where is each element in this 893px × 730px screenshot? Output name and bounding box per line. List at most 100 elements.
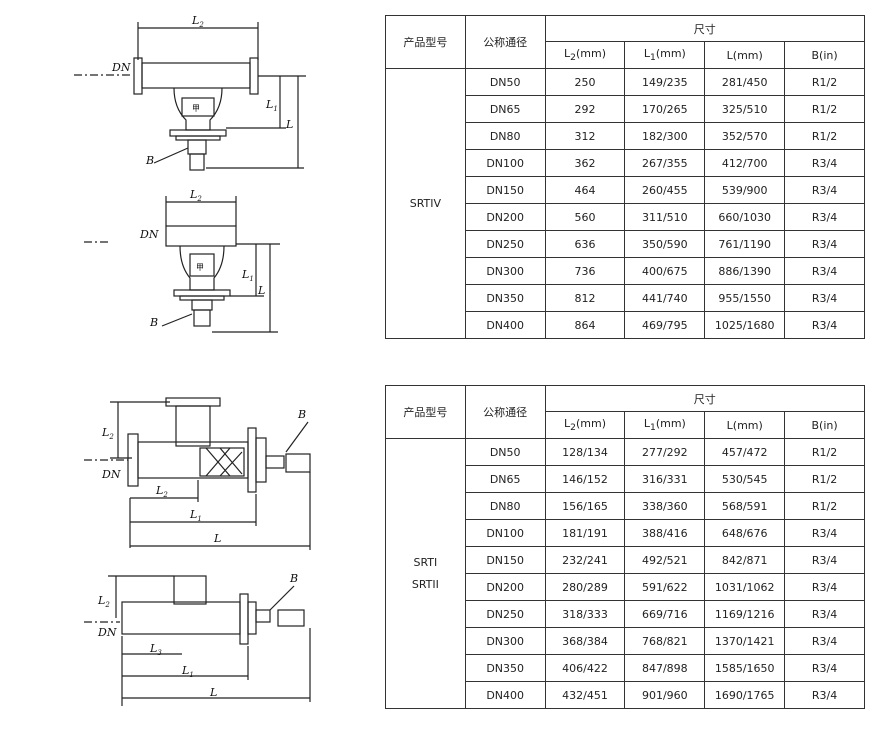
cell-l1: 669/716	[624, 600, 706, 628]
cell-l1: 901/960	[624, 681, 706, 709]
label-l2: L2	[191, 14, 204, 29]
label-dn: DN	[101, 468, 121, 481]
cell-l2: 312	[544, 122, 626, 150]
cell-l1: 311/510	[624, 203, 706, 231]
cell-l2: 812	[544, 284, 626, 312]
cell-dn: DN250	[464, 230, 546, 258]
cell-b: R3/4	[784, 573, 865, 601]
cell-b: R3/4	[784, 203, 865, 231]
cell-l1: 316/331	[624, 465, 706, 493]
cell-b: R3/4	[784, 176, 865, 204]
casting-mark: 甲	[196, 263, 204, 272]
label-l: L	[209, 686, 217, 699]
cell-l1: 182/300	[624, 122, 706, 150]
label-dn: DN	[139, 228, 159, 241]
cell-l2: 432/451	[544, 681, 626, 709]
cell-l: 955/1550	[704, 284, 786, 312]
cell-l: 539/900	[704, 176, 786, 204]
cell-dn: DN200	[464, 203, 546, 231]
cell-b: R3/4	[784, 546, 865, 574]
cell-b: R1/2	[784, 68, 865, 96]
cell-l1: 768/821	[624, 627, 706, 655]
cell-l2: 280/289	[544, 573, 626, 601]
cell-dn: DN65	[464, 95, 546, 123]
cell-b: R1/2	[784, 122, 865, 150]
cell-dn: DN100	[464, 149, 546, 177]
cell-l: 530/545	[704, 465, 786, 493]
cell-l: 325/510	[704, 95, 786, 123]
label-l2: L2	[97, 594, 110, 609]
cell-b: R3/4	[784, 654, 865, 682]
header-l2: L2(mm)	[544, 41, 626, 69]
cell-dn: DN250	[464, 600, 546, 628]
label-l2: L2	[101, 426, 114, 441]
cell-l2: 318/333	[544, 600, 626, 628]
label-l1: L1	[181, 664, 194, 679]
label-l: L	[285, 118, 293, 131]
cell-l1: 149/235	[624, 68, 706, 96]
label-l1: L1	[189, 508, 202, 523]
label-dn: DN	[111, 61, 131, 74]
cell-l1: 847/898	[624, 654, 706, 682]
cell-l: 1370/1421	[704, 627, 786, 655]
header-model: 产品型号	[385, 15, 466, 69]
cell-l2: 362	[544, 149, 626, 177]
drawing-srti: L2 DN L2 L1 L B	[84, 397, 311, 550]
cell-l2: 250	[544, 68, 626, 96]
cell-l1: 388/416	[624, 519, 706, 547]
cell-b: R3/4	[784, 230, 865, 258]
label-l3: L3	[149, 642, 162, 657]
model-cell: SRTIV	[385, 68, 466, 339]
cell-dn: DN100	[464, 519, 546, 547]
cell-l: 1169/1216	[704, 600, 786, 628]
label-l: L	[213, 532, 221, 545]
cell-l2: 464	[544, 176, 626, 204]
cell-b: R3/4	[784, 149, 865, 177]
cell-dn: DN350	[464, 284, 546, 312]
cell-b: R3/4	[784, 681, 865, 709]
label-dn: DN	[97, 626, 117, 639]
cell-l: 457/472	[704, 438, 786, 466]
dimension-table-srtiv: 产品型号 公称通径 尺寸 L2(mm) L1(mm) L(mm) B(in) S…	[385, 15, 866, 339]
cell-l1: 267/355	[624, 149, 706, 177]
cell-l: 648/676	[704, 519, 786, 547]
cell-b: R1/2	[784, 438, 865, 466]
cell-l2: 146/152	[544, 465, 626, 493]
dimension-table-srti-srtii: 产品型号 公称通径 尺寸 L2(mm) L1(mm) L(mm) B(in) S…	[385, 385, 866, 709]
header-l1: L1(mm)	[624, 411, 706, 439]
label-l2: L2	[189, 188, 202, 203]
cell-l: 842/871	[704, 546, 786, 574]
cell-l: 568/591	[704, 492, 786, 520]
header-dn: 公称通径	[464, 385, 546, 439]
cell-l1: 170/265	[624, 95, 706, 123]
cell-dn: DN80	[464, 122, 546, 150]
label-l: L	[257, 284, 265, 297]
cell-l: 761/1190	[704, 230, 786, 258]
label-l2-bottom: L2	[155, 484, 168, 499]
cell-dn: DN400	[464, 311, 546, 339]
cell-dn: DN50	[464, 438, 546, 466]
cell-b: R3/4	[784, 284, 865, 312]
cell-dn: DN350	[464, 654, 546, 682]
label-l1: L1	[265, 98, 278, 113]
cell-b: R3/4	[784, 627, 865, 655]
header-l: L(mm)	[704, 411, 786, 439]
cell-b: R1/2	[784, 465, 865, 493]
cell-l2: 292	[544, 95, 626, 123]
label-b: B	[145, 154, 154, 167]
cell-l: 352/570	[704, 122, 786, 150]
